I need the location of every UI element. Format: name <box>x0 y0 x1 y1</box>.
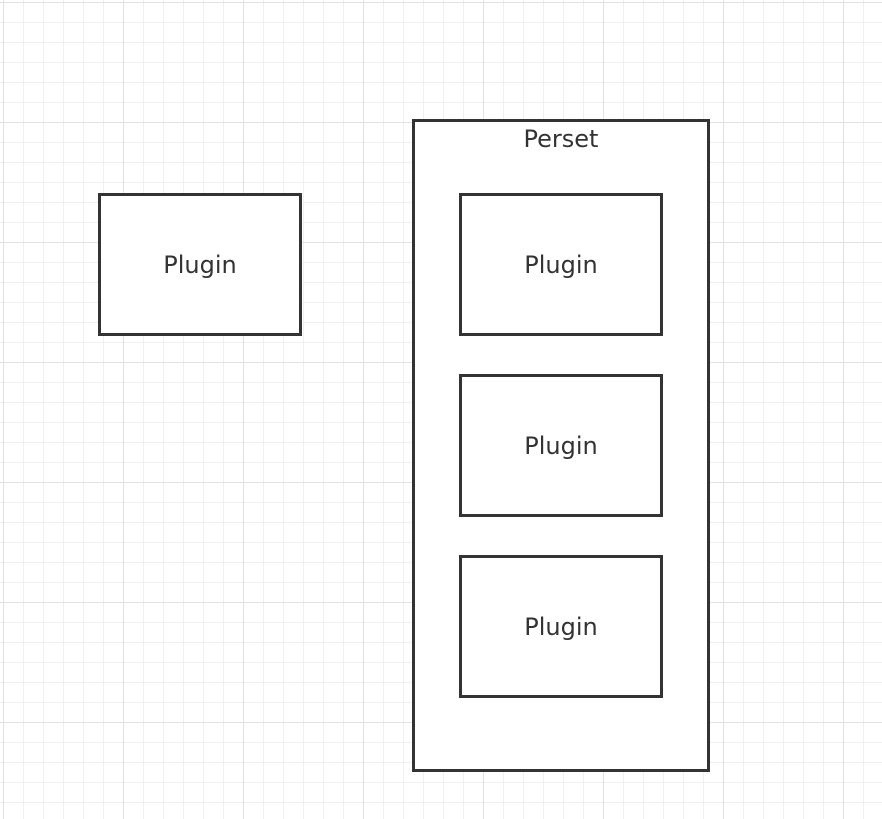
preset-plugin-box-3[interactable]: Plugin <box>459 555 663 698</box>
preset-plugin-label-2: Plugin <box>524 431 598 460</box>
preset-plugin-box-1[interactable]: Plugin <box>459 193 663 336</box>
preset-plugin-label-3: Plugin <box>524 612 598 641</box>
preset-plugin-box-2[interactable]: Plugin <box>459 374 663 517</box>
standalone-plugin-label: Plugin <box>163 250 237 279</box>
preset-plugin-label-1: Plugin <box>524 250 598 279</box>
preset-label: Perset <box>523 125 599 153</box>
standalone-plugin-box[interactable]: Plugin <box>98 193 302 336</box>
